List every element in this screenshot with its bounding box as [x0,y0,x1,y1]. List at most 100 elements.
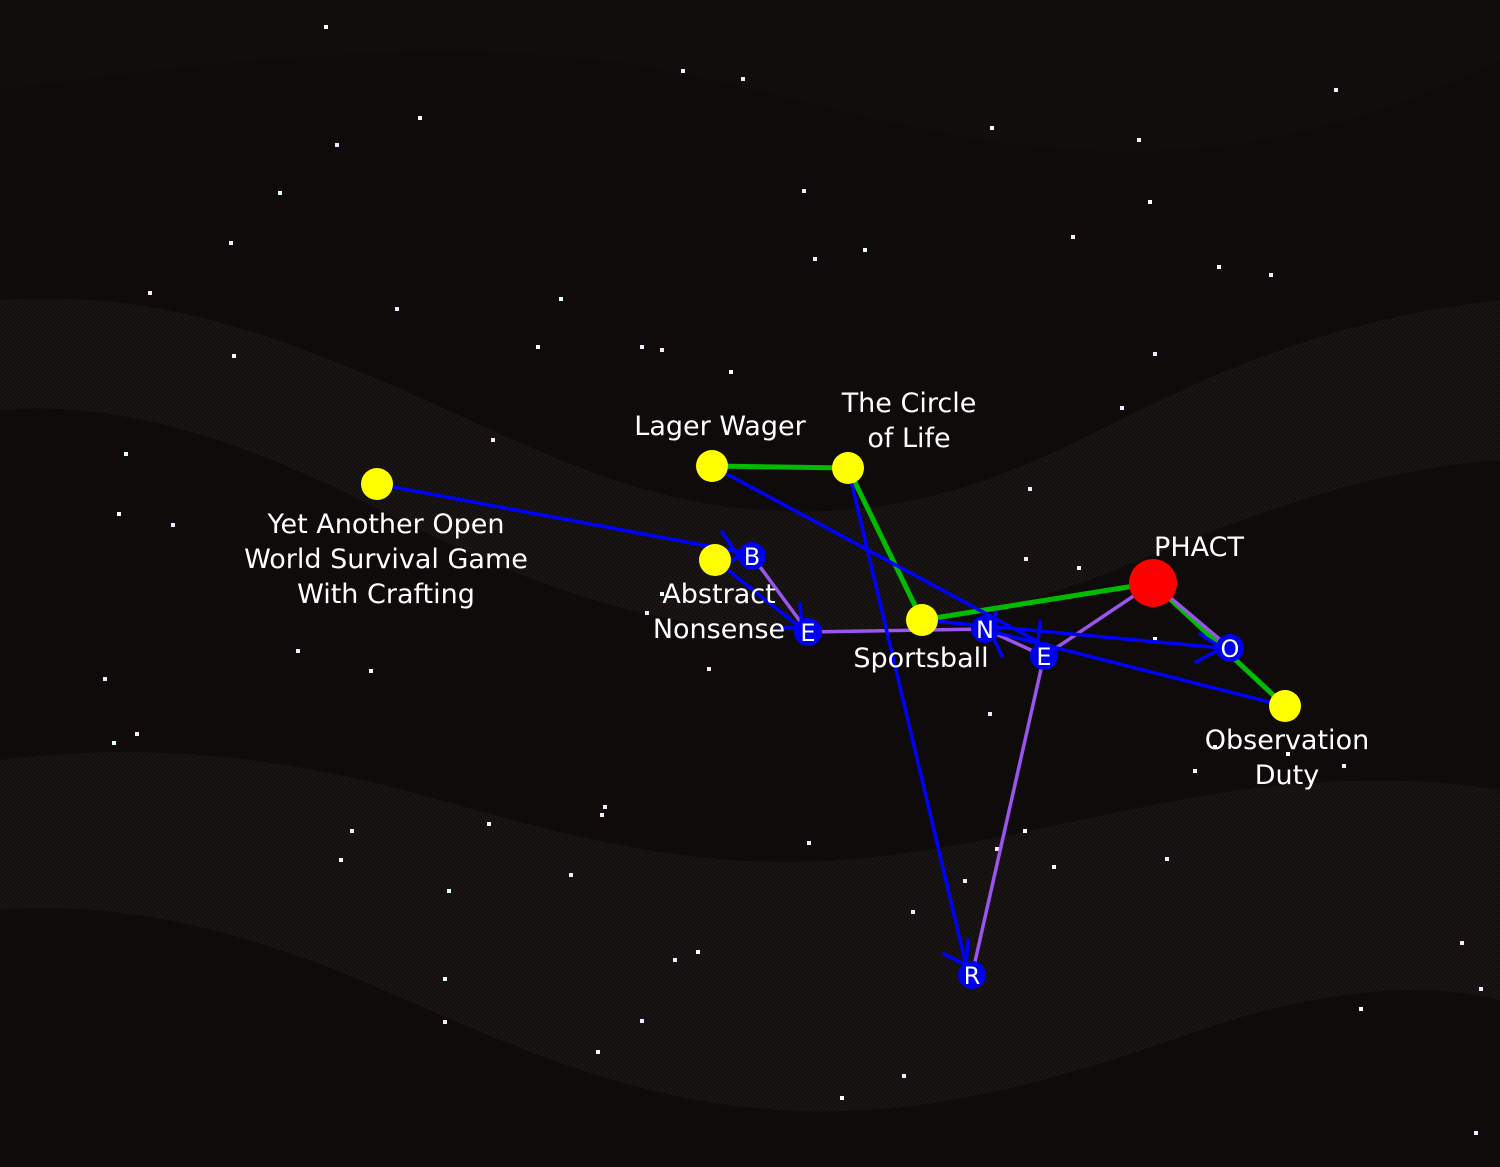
letter-token-e2-disc [1030,642,1058,670]
star [536,345,540,349]
label-yet-another-line-1: Yet Another Open [267,509,505,540]
star [447,889,451,893]
star [990,126,994,130]
letter-token-n[interactable]: N [971,615,999,644]
star [491,438,495,442]
star [1286,752,1290,756]
path-abstract-to-e [713,558,803,630]
star [1023,829,1027,833]
star [1334,88,1338,92]
letter-token-r-disc [958,961,986,989]
star [278,191,282,195]
star [673,958,677,962]
label-circle-line-1: The Circle [841,388,977,419]
star [1213,745,1217,749]
star [324,25,328,29]
star [395,307,399,311]
star [600,813,604,817]
star [863,248,867,252]
star [1474,1131,1478,1135]
star [229,241,233,245]
letter-token-b[interactable]: B [738,542,766,571]
label-circle-line-2: of Life [867,423,950,454]
node-lager-wager[interactable] [696,450,728,482]
star [148,291,152,295]
link-sportsball-phact [919,580,1156,623]
star [681,69,685,73]
star [103,677,107,681]
label-sportsball: Sportsball [853,643,988,674]
letter-token-n-text: N [976,616,994,644]
letter-token-o-text: O [1221,635,1240,663]
star [802,189,806,193]
node-the-circle-of-life[interactable] [832,452,864,484]
star [350,829,354,833]
star [117,512,121,516]
node-observation-duty[interactable] [1269,690,1301,722]
star [1342,764,1346,768]
star [1359,1007,1363,1011]
letter-token-r[interactable]: R [958,961,986,990]
star [418,116,422,120]
label-yet-another-line-2: World Survival Game [244,544,528,575]
star [729,370,733,374]
node-yet-another-open-world[interactable] [361,468,393,500]
star [1120,406,1124,410]
path-yet-another-to-b [375,482,747,555]
path-lager-to-e2 [710,464,1037,642]
star [988,712,992,716]
star [640,345,644,349]
node-phact[interactable] [1129,559,1177,607]
node-abstract-nonsense[interactable] [699,544,731,576]
word-link-e-n [806,627,987,634]
star [559,297,563,301]
game-nodes [361,450,1301,722]
letter-token-n-disc [971,615,999,643]
star [1193,769,1197,773]
star [660,348,664,352]
star [1165,857,1169,861]
star [840,1096,844,1100]
letter-token-e1-disc [794,618,822,646]
letter-token-o-disc [1216,634,1244,662]
star [1153,352,1157,356]
node-sportsball[interactable] [906,604,938,636]
star [1137,138,1141,142]
word-link-e-r [970,654,1046,977]
star [487,822,491,826]
star [124,452,128,456]
star [443,977,447,981]
star [660,592,664,596]
star [645,611,649,615]
letter-token-b-disc [738,542,766,570]
star [171,523,175,527]
letter-token-e2[interactable]: E [1030,642,1058,671]
star [335,143,339,147]
star [963,879,967,883]
star [1071,235,1075,239]
star [911,910,915,914]
star [443,1020,447,1024]
letter-token-e1[interactable]: E [794,618,822,647]
letter-tokens: B E N E O R [738,542,1244,990]
link-circle-sportsball [845,465,925,623]
star [1460,941,1464,945]
star [1217,265,1221,269]
path-circle-to-r [846,466,968,967]
link-lager-circle [709,463,851,471]
letter-token-r-text: R [964,962,981,990]
star [1153,637,1157,641]
star [902,1074,906,1078]
letter-token-o[interactable]: O [1216,634,1244,663]
star [696,950,700,954]
star [1052,865,1056,869]
star [1077,566,1081,570]
letter-token-e1-text: E [800,619,815,647]
star [603,805,607,809]
star [232,354,236,358]
star [1479,987,1483,991]
star [369,669,373,673]
milky-way-bands [0,298,1500,1112]
star [813,257,817,261]
